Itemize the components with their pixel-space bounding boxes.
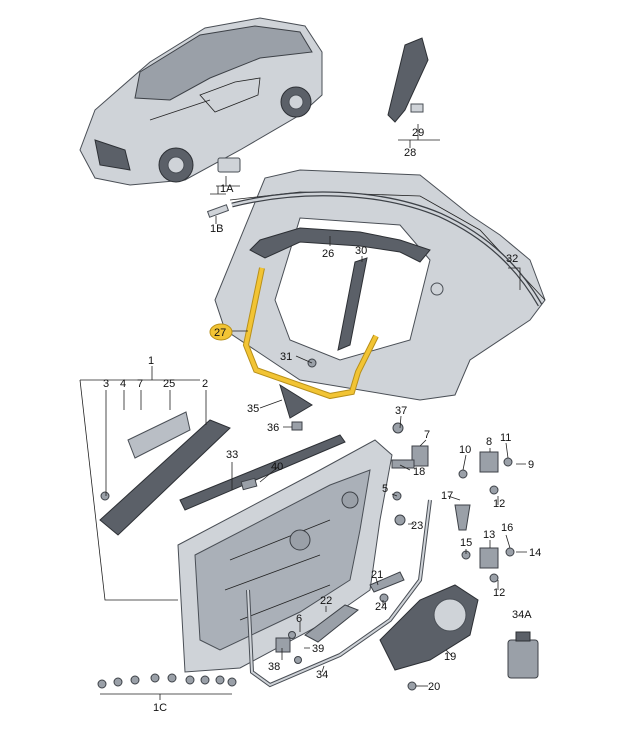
label-18: 18 <box>413 466 425 478</box>
part-38-bracket <box>275 637 291 653</box>
label-19: 19 <box>444 651 456 663</box>
label-34: 34 <box>316 669 328 681</box>
part-1C-fasteners <box>97 673 237 700</box>
label-22: 22 <box>320 595 332 607</box>
label-31: 31 <box>280 351 292 363</box>
label-33: 33 <box>226 449 238 461</box>
label-3: 3 <box>103 378 109 390</box>
body-frame <box>214 169 546 401</box>
label-1A: 1A <box>220 183 234 195</box>
callout-labels: 1A 1B 29 28 26 30 32 27 31 1 3 4 7 25 2 … <box>103 127 541 714</box>
small-parts-left <box>288 631 302 664</box>
part-3-clip <box>100 491 110 501</box>
part-1A-clip <box>216 157 241 187</box>
label-11: 11 <box>500 432 511 444</box>
label-7: 7 <box>137 378 143 390</box>
part-30-pillar-trim <box>337 257 368 351</box>
label-16: 16 <box>501 522 513 534</box>
label-39: 39 <box>312 643 324 655</box>
label-9: 9 <box>528 459 534 471</box>
label-6: 6 <box>296 613 302 625</box>
part-36-clip <box>291 421 303 431</box>
part-25-adhesive-pad <box>127 411 191 459</box>
label-14: 14 <box>529 547 541 559</box>
part-35-mirror-triangle <box>279 383 313 419</box>
part-34A-container <box>507 631 539 679</box>
part-1B-clip <box>206 204 230 224</box>
label-12a: 12 <box>493 498 505 510</box>
label-27: 27 <box>214 327 226 339</box>
car-overview <box>79 17 323 186</box>
label-40: 40 <box>271 461 283 473</box>
label-1: 1 <box>148 355 154 367</box>
leader-lines <box>79 124 527 687</box>
label-10: 10 <box>459 444 471 456</box>
label-36: 36 <box>267 422 279 434</box>
part-33-inner-seal <box>179 434 346 511</box>
label-7b: 7 <box>424 429 430 441</box>
label-25: 25 <box>163 378 175 390</box>
label-27-highlight <box>209 323 233 341</box>
part-34-door-seal <box>246 499 432 688</box>
label-24: 24 <box>375 601 387 613</box>
part-40-clip <box>240 477 258 491</box>
part-28-pillar-cover <box>387 37 429 123</box>
label-23: 23 <box>411 520 423 532</box>
label-1B: 1B <box>210 223 223 235</box>
part-32-roof-trim <box>231 191 543 307</box>
label-30: 30 <box>355 245 367 257</box>
hardware-right <box>369 422 515 691</box>
label-21: 21 <box>371 569 383 581</box>
label-17: 17 <box>441 490 453 502</box>
label-20: 20 <box>428 681 440 693</box>
label-1C: 1C <box>153 702 167 714</box>
label-15: 15 <box>460 537 472 549</box>
label-35: 35 <box>247 403 259 415</box>
label-12b: 12 <box>493 587 505 599</box>
part-2-window-trim <box>99 419 231 536</box>
door-shell <box>177 439 393 673</box>
part-26-roof-seal <box>249 227 431 263</box>
part-22-handle <box>304 604 359 643</box>
label-32: 32 <box>506 253 518 265</box>
label-29: 29 <box>412 127 424 139</box>
part-27-door-seal-highlighted <box>242 267 379 400</box>
label-5: 5 <box>382 483 388 495</box>
label-37: 37 <box>395 405 407 417</box>
label-28: 28 <box>404 147 416 159</box>
label-2: 2 <box>202 378 208 390</box>
label-8: 8 <box>486 436 492 448</box>
label-38: 38 <box>268 661 280 673</box>
label-34A: 34A <box>512 609 532 621</box>
label-26: 26 <box>322 248 334 260</box>
label-4: 4 <box>120 378 126 390</box>
label-13: 13 <box>483 529 495 541</box>
part-19-speaker-housing <box>379 584 479 671</box>
